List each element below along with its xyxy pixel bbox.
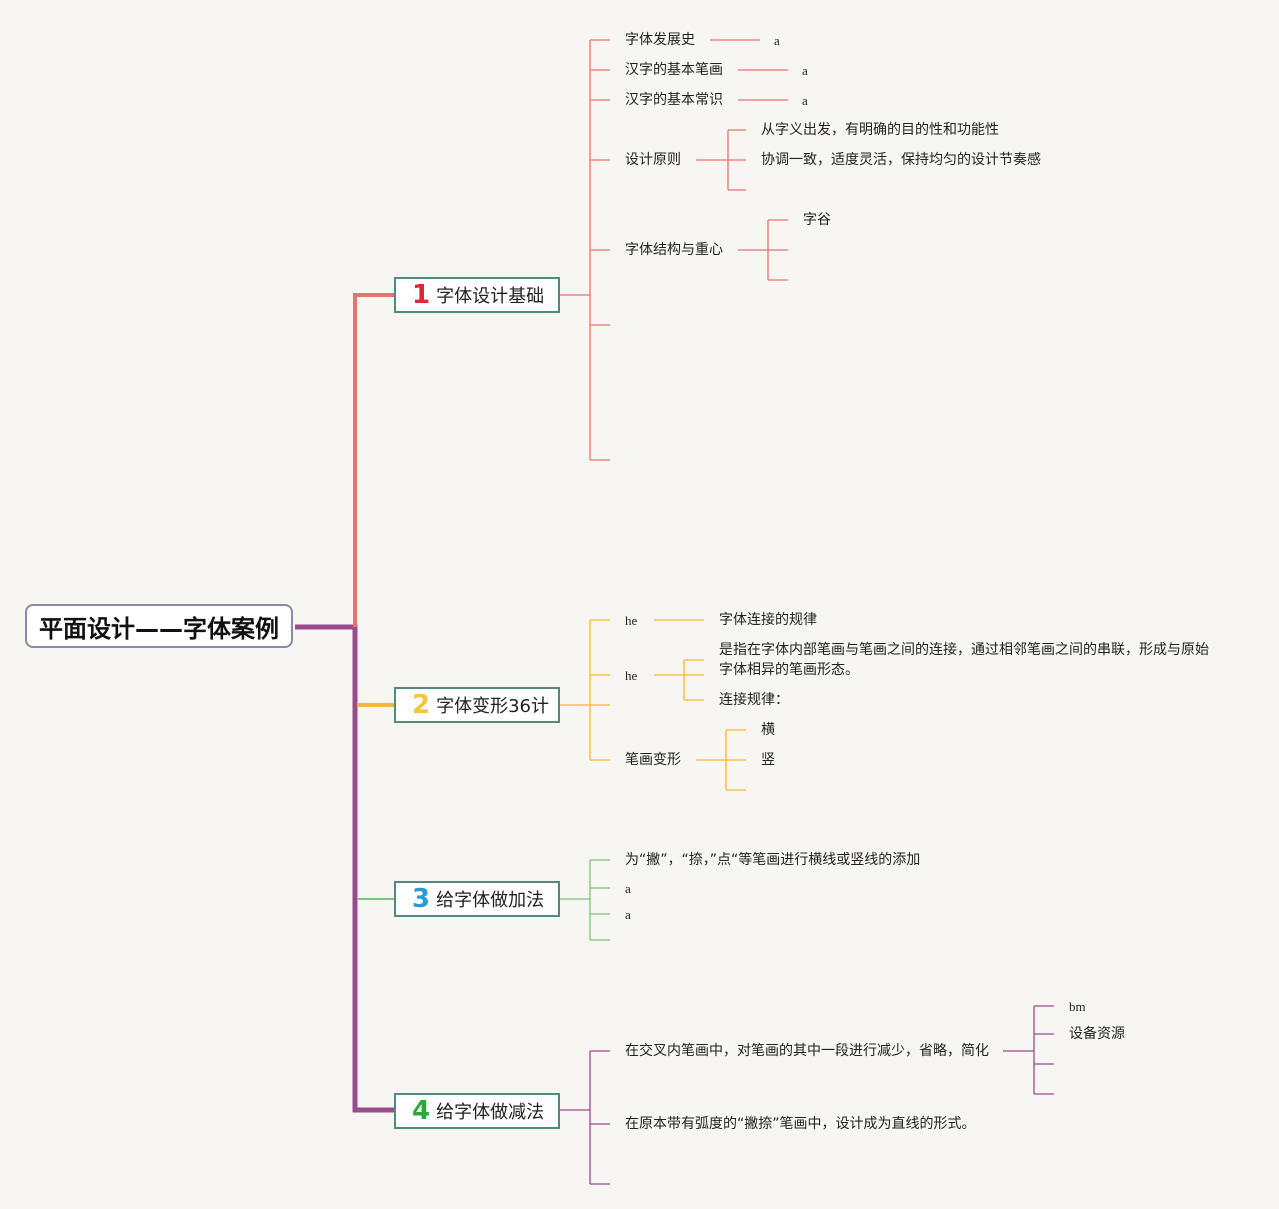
topic-reduce-cross[interactable]: 在交叉内笔画中，对笔画的其中一段进行减少，省略，简化 [625,1043,989,1059]
topic-a[interactable]: a [625,907,631,922]
subtopic-a[interactable]: a [774,33,780,48]
topic-basic-strokes[interactable]: 汉字的基本笔画 [625,62,723,78]
topic-stroke-deform[interactable]: 笔画变形 [625,752,681,768]
topic-design-principles[interactable]: 设计原则 [625,152,681,168]
subtopic-bm[interactable]: bm [1069,999,1086,1014]
subtopic-a[interactable]: a [802,63,808,78]
subtopic-connection-rule[interactable]: 字体连接的规律 [719,612,817,628]
topic-he-2[interactable]: he [625,668,638,683]
number-4-badge: 4 [412,1096,431,1126]
number-2-badge: 2 [412,690,431,720]
topic-a[interactable]: a [625,881,631,896]
topic-add-strokes[interactable]: 为“撇”，“捺，”点“等笔画进行横线或竖线的添加 [625,852,921,868]
subtopic-device-resources[interactable]: 设备资源 [1069,1026,1125,1042]
topic-he-1[interactable]: he [625,613,638,628]
branch-3-node[interactable]: 3 给字体做加法 [394,881,560,917]
branch-4-label: 给字体做减法 [436,1102,545,1123]
subtopic-connection-definition[interactable]: 是指在字体内部笔画与笔画之间的连接，通过相邻笔画之间的串联，形成与原始字体相异的… [719,642,1209,678]
number-1-badge: 1 [412,280,431,310]
number-3-badge: 3 [412,884,431,914]
subtopic-vertical[interactable]: 竖 [761,752,775,768]
root-topic[interactable]: 平面设计——字体案例 [25,604,293,648]
topic-structure-center[interactable]: 字体结构与重心 [625,242,723,258]
subtopic-principle-2[interactable]: 协调一致，适度灵活，保持均匀的设计节奏感 [761,152,1041,168]
subtopic-principle-1[interactable]: 从字义出发，有明确的目的性和功能性 [761,122,999,138]
subtopic-zigu[interactable]: 字谷 [803,212,831,228]
branch-4-node[interactable]: 4 给字体做减法 [394,1093,560,1129]
subtopic-connection-rules[interactable]: 连接规律： [719,692,789,708]
topic-basic-knowledge[interactable]: 汉字的基本常识 [625,92,723,108]
branch-2-label: 字体变形36计 [436,696,549,717]
branch-1-node[interactable]: 1 字体设计基础 [394,277,560,313]
branch-2-node[interactable]: 2 字体变形36计 [394,687,560,723]
subtopic-a[interactable]: a [802,93,808,108]
subtopic-horizontal[interactable]: 横 [761,722,775,738]
branch-3-label: 给字体做加法 [436,890,545,911]
topic-font-history[interactable]: 字体发展史 [625,32,695,48]
topic-arc-to-line[interactable]: 在原本带有弧度的“撇捺”笔画中，设计成为直线的形式。 [625,1116,976,1132]
branch-1-label: 字体设计基础 [436,286,545,307]
